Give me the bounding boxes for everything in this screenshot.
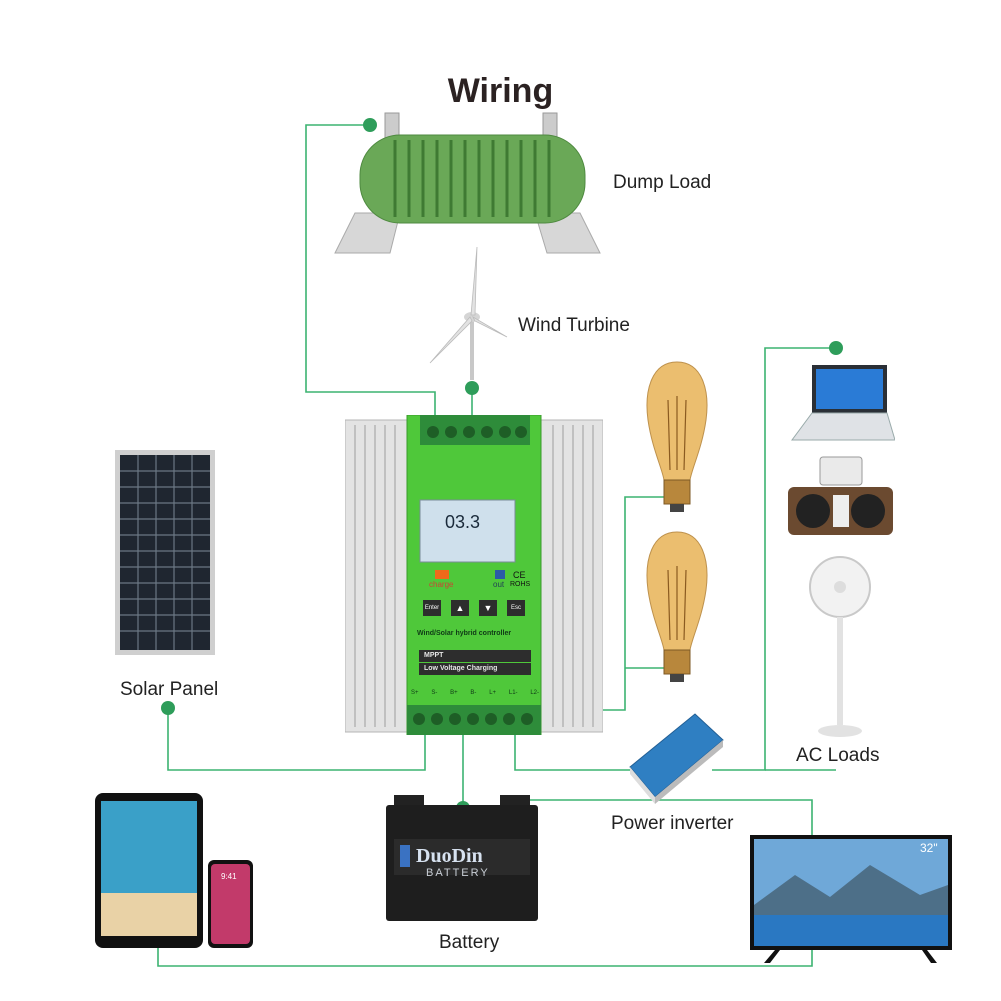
terminal-l1-minus: L1- xyxy=(508,690,518,696)
battery-brand: DuoDin xyxy=(416,845,483,867)
dump-load-label: Dump Load xyxy=(613,172,712,193)
fan-icon xyxy=(809,556,871,737)
terminal-b-plus: B+ xyxy=(450,690,458,696)
hybrid-controller: 03.3 charge out CE ROHS Enter ▲ ▼ Esc Wi… xyxy=(345,415,603,735)
lcd-value: 03.3 xyxy=(445,512,481,532)
tv-size: 32" xyxy=(920,841,938,855)
enter-button[interactable]: Enter xyxy=(424,605,440,611)
dump-load-resistor xyxy=(334,112,601,254)
battery: DuoDin BATTERY xyxy=(386,795,538,921)
terminal-l-plus: L+ xyxy=(489,690,497,696)
feature-low-voltage: Low Voltage Charging xyxy=(424,665,498,672)
wire-ac-loads xyxy=(712,347,836,771)
bulb-icon-1 xyxy=(646,361,708,512)
product-name: Wind/Solar hybrid controller xyxy=(417,630,512,637)
power-inverter-label: Power inverter xyxy=(611,813,734,834)
battery-body xyxy=(386,795,538,921)
up-button[interactable]: ▲ xyxy=(455,603,465,613)
out-label: out xyxy=(493,580,505,589)
ce-mark: CE xyxy=(513,570,526,580)
terminal-s-minus: S- xyxy=(431,690,438,696)
power-inverter-icon xyxy=(629,713,724,804)
solar-panel-icon xyxy=(115,450,215,655)
phone: 9:41 xyxy=(208,860,253,948)
terminal-labels: S+ S- B+ B- L+ L1- L2- xyxy=(411,690,539,696)
feature-mppt: MPPT xyxy=(424,652,444,659)
node-ac-loads xyxy=(829,341,843,355)
speaker-icon xyxy=(788,456,893,535)
terminal-b-minus: B- xyxy=(470,690,477,696)
tv-icon xyxy=(750,835,952,963)
battery-brand-sub: BATTERY xyxy=(426,867,490,879)
wire-dump-load xyxy=(305,124,436,418)
wire-bottom xyxy=(157,945,813,967)
wire-solar-panel xyxy=(167,708,426,771)
ac-loads-label: AC Loads xyxy=(796,745,880,766)
node-dump-load xyxy=(363,118,377,132)
diagram-title: Wiring xyxy=(447,72,554,110)
phone-icon xyxy=(208,860,253,948)
tablet-icon xyxy=(95,793,203,948)
phone-time: 9:41 xyxy=(221,872,237,881)
esc-button[interactable]: Esc xyxy=(510,605,521,611)
solar-panel-label: Solar Panel xyxy=(120,679,219,700)
controller-body xyxy=(345,415,603,735)
wind-turbine-icon xyxy=(429,246,508,380)
wire-tv xyxy=(530,799,813,838)
down-button[interactable]: ▼ xyxy=(483,603,493,613)
terminal-s-plus: S+ xyxy=(411,690,419,696)
wind-turbine-label: Wind Turbine xyxy=(518,315,630,336)
rohs-mark: ROHS xyxy=(510,581,531,588)
node-solar-panel xyxy=(161,701,175,715)
battery-label: Battery xyxy=(439,932,500,953)
terminal-l2-minus: L2- xyxy=(530,690,539,696)
wire-load-output xyxy=(514,725,640,771)
charge-label: charge xyxy=(429,580,454,589)
node-wind-turbine xyxy=(465,381,479,395)
bulb-icon-2 xyxy=(646,531,708,682)
laptop-icon xyxy=(791,365,895,441)
tv: 32" xyxy=(750,835,952,965)
